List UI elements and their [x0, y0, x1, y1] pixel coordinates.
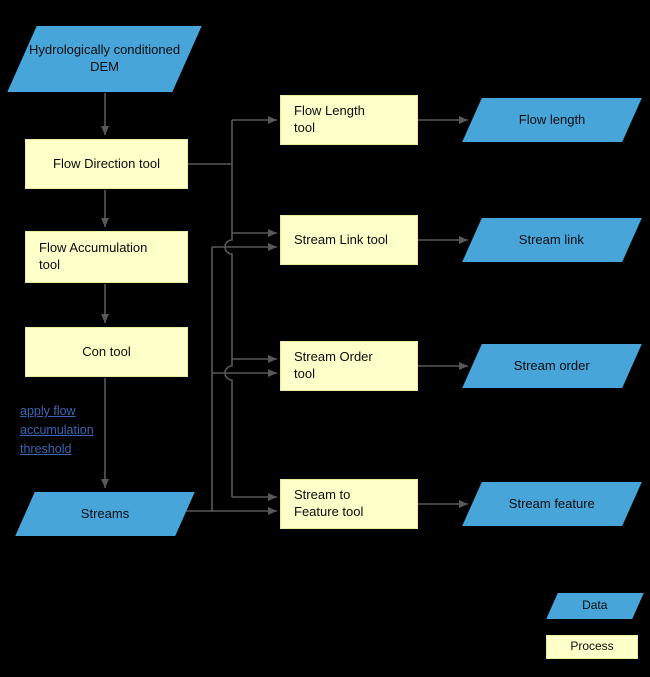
- node-stream-order-tool: Stream Order tool: [280, 341, 418, 391]
- node-stream-order-tool-label: Stream Order tool: [294, 349, 373, 381]
- node-flow-length-label: Flow length: [518, 111, 586, 127]
- legend-process-shape: Process: [546, 635, 638, 659]
- node-flow-length-tool: Flow Length tool: [280, 95, 418, 145]
- line-flow-direction-bus: [224, 120, 233, 497]
- node-streams: Streams: [15, 492, 195, 536]
- node-con-tool-label: Con tool: [82, 343, 131, 359]
- node-stream-link-tool: Stream Link tool: [280, 215, 418, 265]
- node-stream-link-label: Stream link: [519, 231, 585, 247]
- node-streams-label: Streams: [80, 505, 130, 521]
- node-stream-feature-label: Stream feature: [509, 495, 596, 511]
- node-flow-accumulation-tool-label: Flow Accumulation tool: [39, 240, 148, 272]
- node-stream-to-feature-tool: Stream to Feature tool: [280, 479, 418, 529]
- node-dem: Hydrologically conditioned DEM: [7, 26, 202, 92]
- node-stream-link: Stream link: [462, 218, 642, 262]
- legend-data-label: Data: [582, 598, 608, 613]
- annotation-flow-accumulation-threshold: apply flow accumulation threshold: [20, 404, 94, 456]
- line-streams-bus: [183, 247, 213, 512]
- node-flow-length: Flow length: [462, 98, 642, 142]
- node-flow-direction-tool-label: Flow Direction tool: [53, 155, 160, 171]
- node-dem-label: Hydrologically conditioned DEM: [28, 42, 181, 74]
- node-stream-to-feature-tool-label: Stream to Feature tool: [294, 487, 364, 519]
- node-flow-direction-tool: Flow Direction tool: [25, 139, 188, 189]
- node-con-tool: Con tool: [25, 327, 188, 377]
- node-stream-link-tool-label: Stream Link tool: [294, 231, 388, 247]
- node-flow-accumulation-tool: Flow Accumulation tool: [25, 231, 188, 283]
- node-stream-order-label: Stream order: [514, 357, 590, 373]
- node-flow-length-tool-label: Flow Length tool: [294, 103, 365, 135]
- node-stream-feature: Stream feature: [462, 482, 642, 526]
- legend-process-label: Process: [570, 639, 614, 654]
- node-stream-order: Stream order: [462, 344, 642, 388]
- legend-data-shape: Data: [546, 593, 644, 619]
